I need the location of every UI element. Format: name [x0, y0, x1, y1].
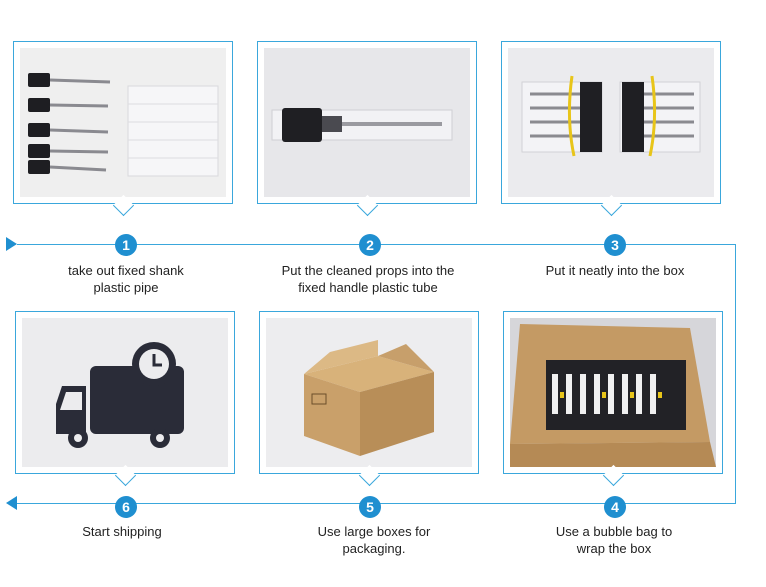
flow-end-arrow-icon — [6, 496, 17, 510]
step-6-caption: Start shipping — [12, 523, 232, 540]
step-1-badge: 1 — [115, 234, 137, 256]
step-4-badge: 4 — [604, 496, 626, 518]
step-2-photo — [264, 48, 470, 197]
step-4-photo — [510, 318, 716, 467]
step-3-photo — [508, 48, 714, 197]
tools-and-plastic-tubes-image — [28, 73, 219, 177]
step-2-badge: 2 — [359, 234, 381, 256]
step-4-caption-line2: wrap the box — [576, 541, 652, 556]
step-3-badge: 3 — [604, 234, 626, 256]
step-5-caption-line2: packaging. — [342, 541, 406, 556]
step-3-photo-panel — [501, 41, 721, 204]
step-4-photo-panel — [503, 311, 723, 474]
step-5-badge: 5 — [359, 496, 381, 518]
step-6-badge: 6 — [115, 496, 137, 518]
step-2-caption-line2: fixed handle plastic tube — [298, 280, 438, 295]
box-with-tools-image — [510, 318, 716, 467]
delivery-truck-clock-icon — [56, 342, 184, 448]
step-1-caption: take out fixed shank plastic pipe — [16, 262, 236, 296]
boxed-tools-image — [521, 75, 701, 157]
step-4-caption: Use a bubble bag to wrap the box — [504, 523, 724, 557]
step-5-photo-panel — [259, 311, 479, 474]
step-2-caption-line1: Put the cleaned props into the — [281, 263, 455, 278]
step-1-photo — [20, 48, 226, 197]
step-6-caption-line1: Start shipping — [82, 524, 162, 539]
step-5-photo — [266, 318, 472, 467]
step-4-caption-line1: Use a bubble bag to — [555, 524, 673, 539]
step-2-photo-panel — [257, 41, 477, 204]
step-2-caption: Put the cleaned props into the fixed han… — [258, 262, 478, 296]
step-1-photo-panel — [13, 41, 233, 204]
step-6-photo-panel — [15, 311, 235, 474]
step-1-caption-line2: plastic pipe — [93, 280, 159, 295]
right-flow-connector — [735, 244, 736, 503]
step-3-caption: Put it neatly into the box — [505, 262, 725, 279]
tool-in-tube-image — [271, 108, 453, 142]
step-5-caption-line1: Use large boxes for — [317, 524, 431, 539]
step-5-caption: Use large boxes for packaging. — [264, 523, 484, 557]
step-3-caption-line1: Put it neatly into the box — [545, 263, 685, 278]
cardboard-box-image — [304, 340, 434, 456]
step-6-photo — [22, 318, 228, 467]
flow-start-arrow-icon — [6, 237, 17, 251]
step-1-caption-line1: take out fixed shank — [68, 263, 184, 278]
